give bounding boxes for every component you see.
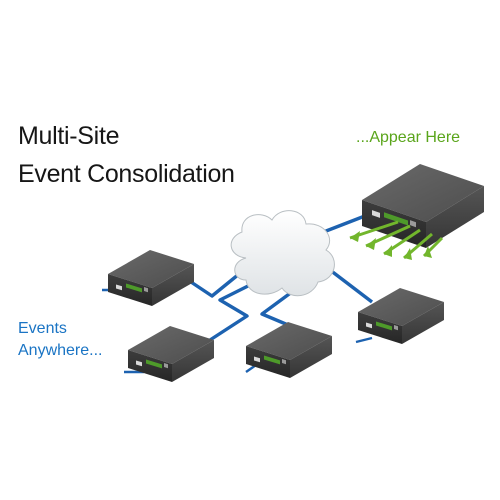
- destination-device: [362, 164, 484, 248]
- event-arrowheads: [350, 231, 432, 260]
- destination-caption: ...Appear Here: [356, 129, 461, 146]
- remote-device-right: [358, 288, 444, 344]
- remote-device-middle: [246, 322, 332, 378]
- diagram-title-line-2: Event Consolidation: [18, 160, 235, 188]
- internet-cloud: [230, 210, 335, 297]
- source-caption-line-1: Events: [18, 320, 67, 337]
- remote-device-left: [108, 250, 194, 306]
- link-middle-left-device: [209, 274, 269, 342]
- diagram-title-line-1: Multi-Site: [18, 122, 120, 150]
- remote-device-middle-left: [128, 326, 214, 382]
- link-right-device: [328, 268, 374, 304]
- source-caption-line-2: Anywhere...: [18, 342, 103, 359]
